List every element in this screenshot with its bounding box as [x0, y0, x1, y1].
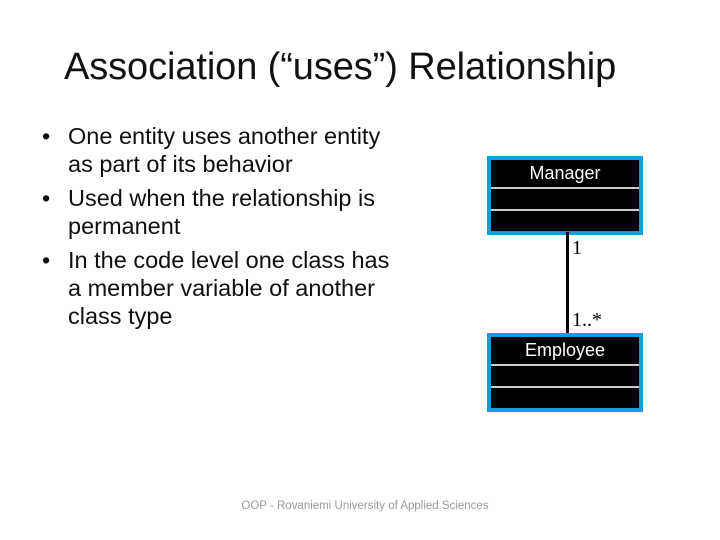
bullet-text-line: a member variable of another [68, 275, 375, 301]
multiplicity-target: 1..* [572, 309, 602, 331]
uml-class-employee[interactable]: Employee [487, 333, 643, 412]
uml-class-manager[interactable]: Manager [487, 156, 643, 235]
uml-class-name: Employee [491, 337, 639, 364]
bullet-text-line: permanent [68, 213, 181, 239]
bullet-text-line: In the code level one class has [68, 247, 390, 273]
uml-attributes-compartment [491, 187, 639, 209]
list-item: • Used when the relationship is permanen… [36, 184, 446, 240]
bullet-text-line: Used when the relationship is [68, 185, 375, 211]
bullet-marker-icon: • [42, 123, 51, 149]
association-line [566, 232, 569, 334]
uml-operations-compartment [491, 386, 639, 408]
list-item: • One entity uses another entity as part… [36, 122, 446, 178]
bullet-text-line: One entity uses another entity [68, 123, 381, 149]
bullet-marker-icon: • [42, 185, 51, 211]
uml-class-name: Manager [491, 160, 639, 187]
list-item: • In the code level one class has a memb… [36, 246, 446, 330]
bullet-text-line: as part of its behavior [68, 151, 293, 177]
slide-footer: OOP - Rovaniemi University of Applied Sc… [241, 500, 489, 512]
uml-attributes-compartment [491, 364, 639, 386]
uml-class-diagram: Manager 1 1..* Employee [487, 156, 649, 412]
multiplicity-source: 1 [572, 237, 582, 259]
page-title: Association (“uses”) Relationship [64, 46, 617, 88]
uml-operations-compartment [491, 209, 639, 231]
bullet-list: • One entity uses another entity as part… [36, 122, 446, 336]
bullet-marker-icon: • [42, 247, 51, 273]
bullet-text-line: class type [68, 303, 173, 329]
